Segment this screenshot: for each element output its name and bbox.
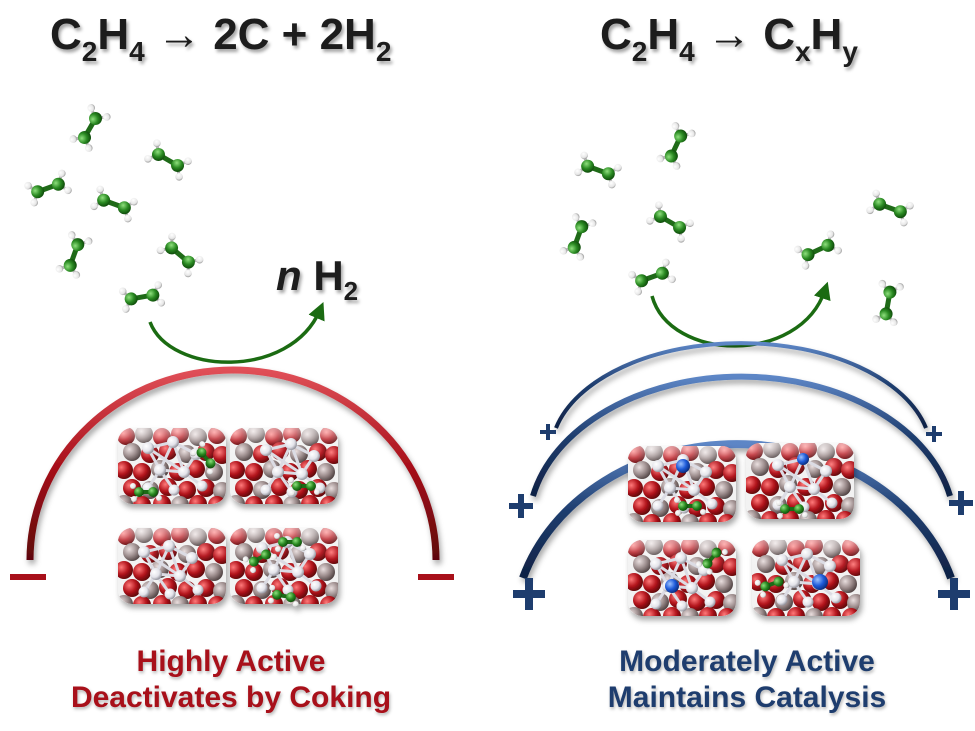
left-reaction-arrow — [148, 301, 325, 364]
left-caption-line2: Deactivates by Coking — [70, 681, 392, 714]
right-caption-line1: Moderately Active — [619, 645, 875, 678]
left-reaction-equation: C2H4 → 2C + 2H2 — [50, 10, 392, 67]
right-catalyst-surfaces — [625, 440, 865, 626]
right-reaction-equation: C2H4 → CxHy — [600, 10, 858, 67]
left-caption-line1: Highly Active — [136, 645, 326, 678]
right-ethylene-molecules — [559, 121, 915, 327]
right-reaction-arrow — [650, 281, 831, 348]
left-negative-charges — [10, 574, 454, 580]
right-caption: Moderately Active Maintains Catalysis — [527, 644, 967, 716]
left-ethylene-molecules — [23, 103, 205, 314]
left-caption: Highly Active Deactivates by Coking — [11, 644, 451, 716]
right-positive-charges — [509, 424, 973, 610]
left-charge-arc — [26, 366, 440, 561]
right-charge-arcs — [519, 341, 955, 580]
left-catalyst-surfaces — [115, 425, 343, 614]
right-caption-line2: Maintains Catalysis — [607, 681, 887, 714]
hydrogen-product-label: n H2 — [276, 252, 359, 306]
